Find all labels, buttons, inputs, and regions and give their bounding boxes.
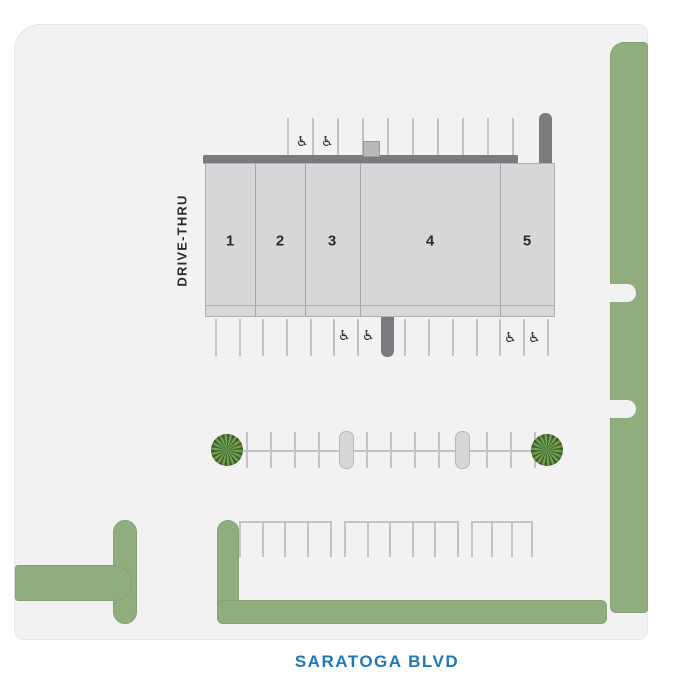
parking-stall-line	[523, 319, 525, 356]
parking-median-island	[455, 431, 470, 469]
parking-stall-line	[307, 521, 309, 557]
utility-box-marker	[363, 141, 380, 157]
wheelchair-icon: ♿	[296, 134, 309, 150]
parking-stall-line	[312, 118, 314, 155]
drive-thru-lane-label: DRIVE-THRU	[163, 163, 201, 317]
wheelchair-icon: ♿	[362, 328, 375, 344]
parking-stall-line	[434, 521, 436, 557]
parking-stall-line	[239, 521, 241, 557]
unit-divider	[305, 164, 306, 316]
parking-stall-line	[389, 521, 391, 557]
landscape-strip-bottom-left	[15, 565, 132, 601]
parking-stall-line	[452, 319, 454, 356]
landscape-notch-lower	[604, 400, 636, 418]
parking-stall-line	[262, 521, 264, 557]
parking-stall-line	[437, 118, 439, 155]
parking-stall-line	[286, 319, 288, 356]
unit-label-5: 5	[522, 232, 532, 250]
drive-thru-text: DRIVE-THRU	[174, 193, 190, 287]
unit-label-4: 4	[425, 232, 435, 250]
parking-stall-line	[457, 521, 459, 557]
parking-stall-line	[412, 118, 414, 155]
curb-wall-top	[203, 155, 518, 164]
parking-stall-line	[262, 319, 264, 356]
parking-stall-line	[471, 521, 473, 557]
parking-stall-line	[284, 521, 286, 557]
parking-stall-line	[367, 521, 369, 557]
parking-stall-line	[337, 118, 339, 155]
unit-divider	[500, 164, 501, 316]
parking-stall-line	[412, 521, 414, 557]
curb-wall-top-right	[539, 113, 552, 164]
unit-label-2: 2	[275, 232, 285, 250]
unit-divider	[255, 164, 256, 316]
unit-label-1: 1	[225, 232, 235, 250]
parking-stall-line	[499, 319, 501, 356]
parking-stall-line	[491, 521, 493, 557]
parking-stall-line	[330, 521, 332, 557]
curb-wall-bottom	[381, 315, 394, 357]
parking-row-line	[222, 450, 558, 452]
parking-row-line	[344, 521, 457, 523]
unit-divider	[360, 164, 361, 316]
parking-row-line	[239, 521, 330, 523]
parking-median-island	[339, 431, 354, 469]
parking-stall-line	[310, 319, 312, 356]
parking-stall-line	[215, 319, 217, 356]
parking-stall-line	[362, 118, 364, 155]
building	[205, 163, 555, 317]
parking-stall-line	[344, 521, 346, 557]
parking-stall-line	[511, 521, 513, 557]
tree-icon	[531, 434, 563, 466]
parking-stall-line	[462, 118, 464, 155]
parking-stall-line	[387, 118, 389, 155]
parking-stall-line	[487, 118, 489, 155]
wheelchair-icon: ♿	[338, 328, 351, 344]
wheelchair-icon: ♿	[528, 330, 541, 346]
landscape-strip-bottom	[217, 600, 607, 624]
parking-stall-line	[547, 319, 549, 356]
wheelchair-icon: ♿	[321, 134, 334, 150]
building-storefront-line	[206, 305, 554, 306]
parking-stall-line	[476, 319, 478, 356]
parking-stall-line	[333, 319, 335, 356]
parking-stall-line	[239, 319, 241, 356]
landscape-notch-upper	[604, 284, 636, 302]
wheelchair-icon: ♿	[504, 330, 517, 346]
parking-stall-line	[357, 319, 359, 356]
tree-icon	[211, 434, 243, 466]
landscape-strip-right	[610, 42, 648, 613]
unit-label-3: 3	[327, 232, 337, 250]
parking-stall-line	[512, 118, 514, 155]
parking-row-line	[471, 521, 531, 523]
parking-stall-line	[287, 118, 289, 155]
parking-stall-line	[531, 521, 533, 557]
parking-stall-line	[404, 319, 406, 356]
street-name-label: SARATOGA BLVD	[294, 652, 460, 671]
parking-stall-line	[428, 319, 430, 356]
